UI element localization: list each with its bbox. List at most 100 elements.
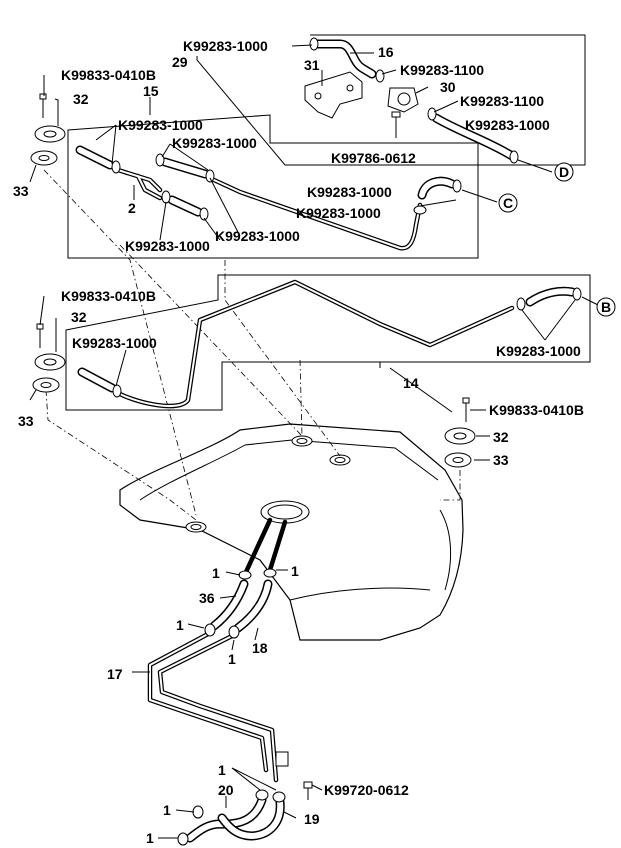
clamp-1 [204, 623, 216, 637]
label-k99833-0410b: K99833-0410B [489, 402, 584, 418]
label-d: D [559, 164, 569, 180]
dash-leader-33-right [440, 470, 461, 501]
dash-leader-33-mid [45, 389, 197, 521]
tank-mount-hole-2-inner [334, 457, 346, 463]
label-k99283-1000: K99283-1000 [496, 343, 581, 359]
label-32: 32 [493, 429, 509, 445]
label-k99283-1000: K99283-1000 [172, 135, 257, 151]
bolt-k99720 [303, 781, 313, 789]
label-1: 1 [163, 802, 171, 818]
label-33: 33 [493, 452, 509, 468]
label-1: 1 [228, 651, 236, 667]
label-c: C [503, 195, 513, 211]
label-k99720-0612: K99720-0612 [324, 782, 409, 798]
clamp [509, 150, 519, 164]
group-14-outline [65, 274, 591, 411]
label-33: 33 [13, 183, 29, 199]
clamp [205, 169, 215, 183]
clamp [161, 190, 171, 204]
clamp [413, 205, 427, 215]
tank-mount-hole-1-inner [296, 438, 308, 444]
clamp [112, 384, 122, 398]
label-k99283-1000: K99283-1000 [215, 228, 300, 244]
label-k99283-1000: K99283-1000 [72, 335, 157, 351]
lower-fuel-lines [147, 517, 313, 846]
callout-circles [498, 162, 616, 317]
label-k99833-0410b: K99833-0410B [61, 67, 156, 83]
label-14: 14 [403, 375, 419, 391]
label-k99283-1000: K99283-1000 [465, 117, 550, 133]
label-k99283-1000: K99283-1000 [307, 184, 392, 200]
grommets [30, 93, 476, 468]
fuel-tank-side-rib [439, 509, 452, 591]
label-1: 1 [176, 617, 184, 633]
label-k99283-1000: K99283-1000 [125, 238, 210, 254]
label-1: 1 [291, 563, 299, 579]
label-36: 36 [199, 590, 215, 606]
leader-lines [29, 44, 576, 839]
bolt-k99833-top [39, 93, 47, 100]
clamp [199, 207, 209, 221]
label-20: 20 [218, 782, 234, 798]
fuel-tank-seam [139, 439, 439, 501]
bracket-31 [304, 71, 363, 119]
fuel-tank-body [119, 423, 464, 641]
pump-tube-2 [267, 519, 288, 573]
callout-d [554, 162, 574, 182]
label-2: 2 [128, 200, 136, 216]
label-k99283-1100: K99283-1100 [460, 93, 544, 109]
callout-c [498, 193, 518, 213]
pipe-bracket [275, 751, 289, 767]
label-b: B [601, 299, 611, 315]
label-30: 30 [440, 79, 456, 95]
pump-tube-1 [243, 517, 273, 575]
clamp-1 [238, 570, 252, 580]
dash-leader-2 [119, 244, 303, 437]
clamp [427, 107, 437, 121]
clamp [375, 69, 385, 83]
label-32: 32 [71, 309, 87, 325]
pipe-17-a [147, 631, 269, 773]
label-k99283-1000: K99283-1000 [183, 38, 268, 54]
clamp-1 [272, 791, 286, 803]
vent-assembly [304, 37, 553, 173]
fuel-pump-flange-inner [267, 504, 303, 520]
fuel-tank-lower-edge [289, 587, 431, 601]
tank-mount-hole-3-inner [190, 524, 202, 530]
pipe-14-long [117, 279, 515, 409]
label-18: 18 [252, 640, 268, 656]
label-k99283-1000: K99283-1000 [296, 205, 381, 221]
clamp-1 [192, 805, 204, 819]
label-k99833-0410b: K99833-0410B [61, 288, 156, 304]
clamp [309, 37, 319, 51]
label-16: 16 [378, 44, 394, 60]
label-33: 33 [18, 413, 34, 429]
group-14-pipe [77, 279, 599, 409]
clamp-1 [255, 789, 269, 801]
label-15: 15 [143, 83, 159, 99]
clamp-1 [263, 568, 277, 578]
bolt-k99833-right [462, 397, 470, 404]
clamp [111, 160, 121, 174]
label-1: 1 [212, 565, 220, 581]
label-32: 32 [73, 91, 89, 107]
group-15-hoses [75, 145, 498, 251]
label-19: 19 [304, 811, 320, 827]
dash-leader-33-top [43, 169, 197, 516]
label-17: 17 [107, 666, 123, 682]
clamp [516, 297, 526, 311]
dash-leaders [43, 169, 461, 521]
label-1: 1 [146, 830, 154, 846]
clamp [572, 287, 582, 301]
dash-leader-14 [299, 359, 303, 437]
clamp-1 [177, 832, 189, 846]
label-k99283-1100: K99283-1100 [400, 62, 484, 78]
label-1: 1 [218, 762, 226, 778]
label-29: 29 [172, 54, 188, 70]
fuel-tank [119, 423, 464, 641]
label-31: 31 [304, 57, 320, 73]
clamp [452, 179, 462, 193]
clamp-1 [228, 625, 240, 639]
label-k99283-1000: K99283-1000 [118, 117, 203, 133]
